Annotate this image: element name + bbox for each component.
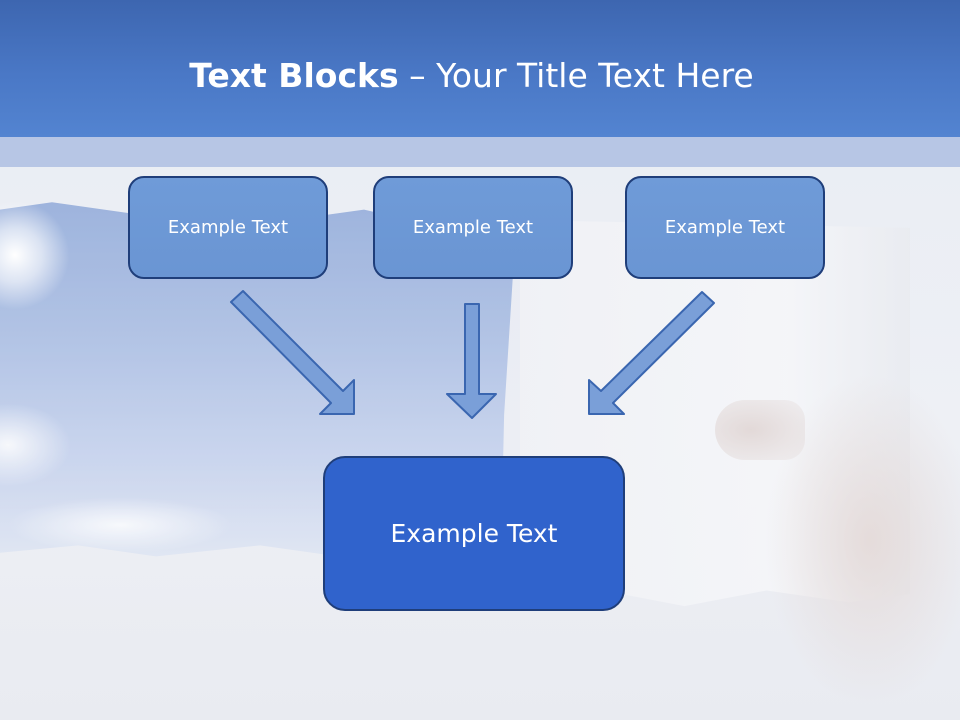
target-text-block-label: Example Text: [390, 519, 558, 548]
text-block-1[interactable]: Example Text: [128, 176, 328, 279]
text-block-3[interactable]: Example Text: [625, 176, 825, 279]
arrow-left[interactable]: [230, 290, 355, 415]
text-block-2-label: Example Text: [412, 217, 534, 238]
title-dash: –: [409, 56, 426, 95]
title-underband: [0, 137, 960, 167]
text-block-3-label: Example Text: [664, 217, 786, 238]
text-block-2[interactable]: Example Text: [373, 176, 573, 279]
arrow-center[interactable]: [446, 303, 497, 419]
text-block-1-label: Example Text: [167, 217, 289, 238]
target-text-block[interactable]: Example Text: [323, 456, 625, 611]
title-bold-part: Text Blocks: [189, 56, 399, 95]
thumb-photo: [715, 400, 805, 460]
title-bar: [0, 0, 960, 137]
arrow-right[interactable]: [588, 291, 715, 415]
slide-title[interactable]: Text Blocks – Your Title Text Here: [0, 52, 943, 100]
title-rest: Your Title Text Here: [436, 56, 754, 95]
